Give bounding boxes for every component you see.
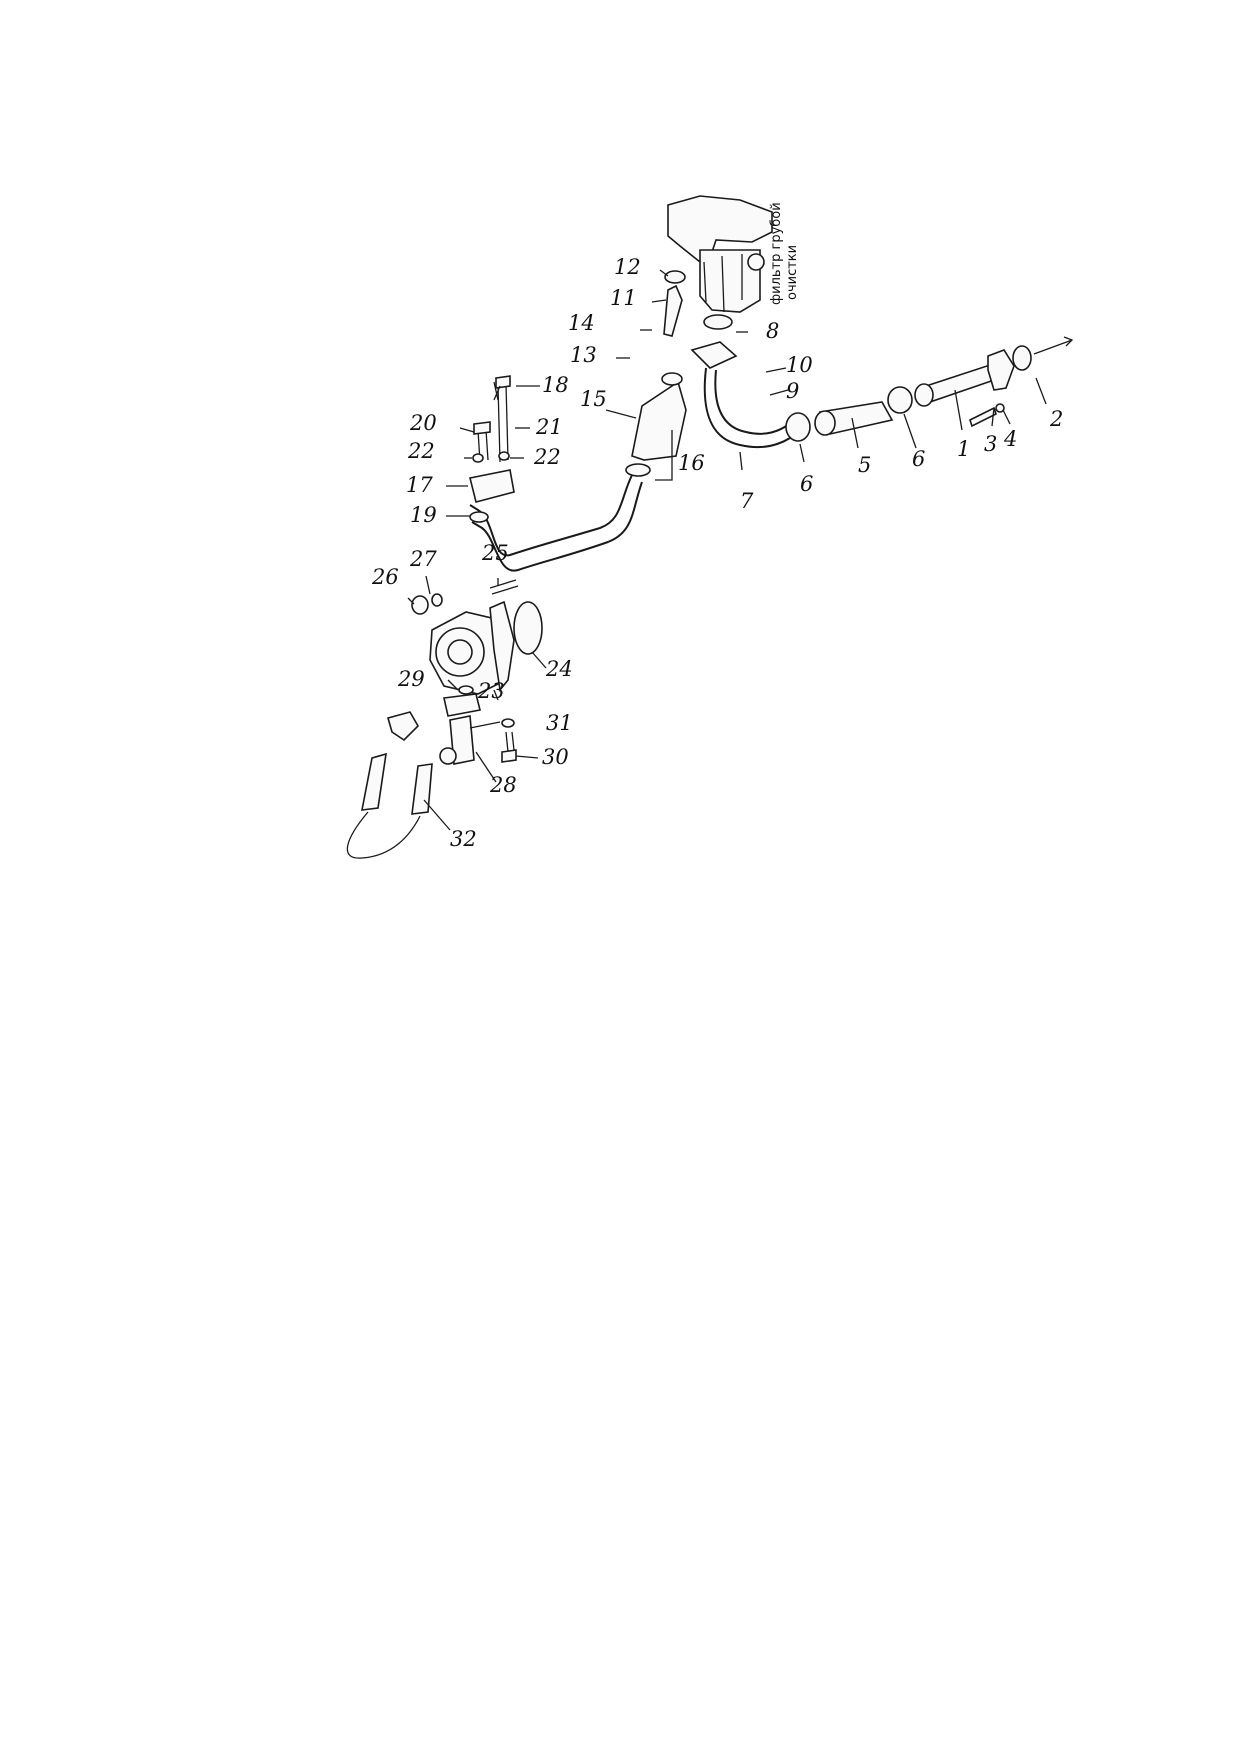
leader-lines — [407, 269, 1047, 831]
part-labels: 1 2 3 4 5 6 6 7 8 9 10 11 12 13 14 15 16… — [371, 255, 1063, 851]
label-31: 31 — [546, 711, 573, 735]
label-6a: 6 — [912, 447, 925, 471]
coarse-filter-housing — [667, 195, 773, 313]
label-9: 9 — [786, 379, 799, 403]
label-6b: 6 — [800, 472, 813, 496]
lower-fittings — [346, 693, 517, 859]
label-24: 24 — [545, 657, 573, 681]
label-7: 7 — [740, 489, 754, 513]
label-8: 8 — [766, 319, 779, 343]
label-12: 12 — [614, 255, 641, 279]
label-25: 25 — [481, 541, 509, 565]
label-1: 1 — [957, 437, 970, 461]
label-22a: 22 — [407, 439, 435, 463]
label-15: 15 — [580, 387, 607, 411]
label-21: 21 — [535, 415, 563, 439]
label-22b: 22 — [533, 445, 561, 469]
pump-assembly — [411, 579, 543, 695]
label-18: 18 — [542, 373, 569, 397]
label-20: 20 — [409, 411, 437, 435]
label-27: 27 — [409, 547, 437, 571]
label-23: 23 — [477, 679, 505, 703]
filter-note-line2: очистки — [785, 245, 800, 300]
label-29: 29 — [397, 667, 425, 691]
label-10: 10 — [786, 353, 813, 377]
label-26: 26 — [371, 565, 399, 589]
label-16: 16 — [678, 451, 705, 475]
long-suction-pipe — [469, 474, 643, 572]
label-2: 2 — [1049, 407, 1063, 431]
label-17: 17 — [406, 473, 433, 497]
fitting-block — [469, 375, 515, 523]
label-4: 4 — [1003, 427, 1017, 451]
label-5: 5 — [858, 453, 871, 477]
right-pipe-group — [785, 336, 1074, 442]
label-11: 11 — [610, 286, 637, 310]
label-3: 3 — [984, 432, 997, 456]
label-28: 28 — [489, 773, 517, 797]
bent-pipe-assembly — [690, 314, 801, 449]
label-13: 13 — [570, 343, 597, 367]
filter-note-line1: фильтр грубой — [769, 202, 784, 305]
label-14: 14 — [568, 311, 595, 335]
label-19: 19 — [410, 503, 437, 527]
label-30: 30 — [542, 745, 569, 769]
label-32: 32 — [450, 827, 477, 851]
